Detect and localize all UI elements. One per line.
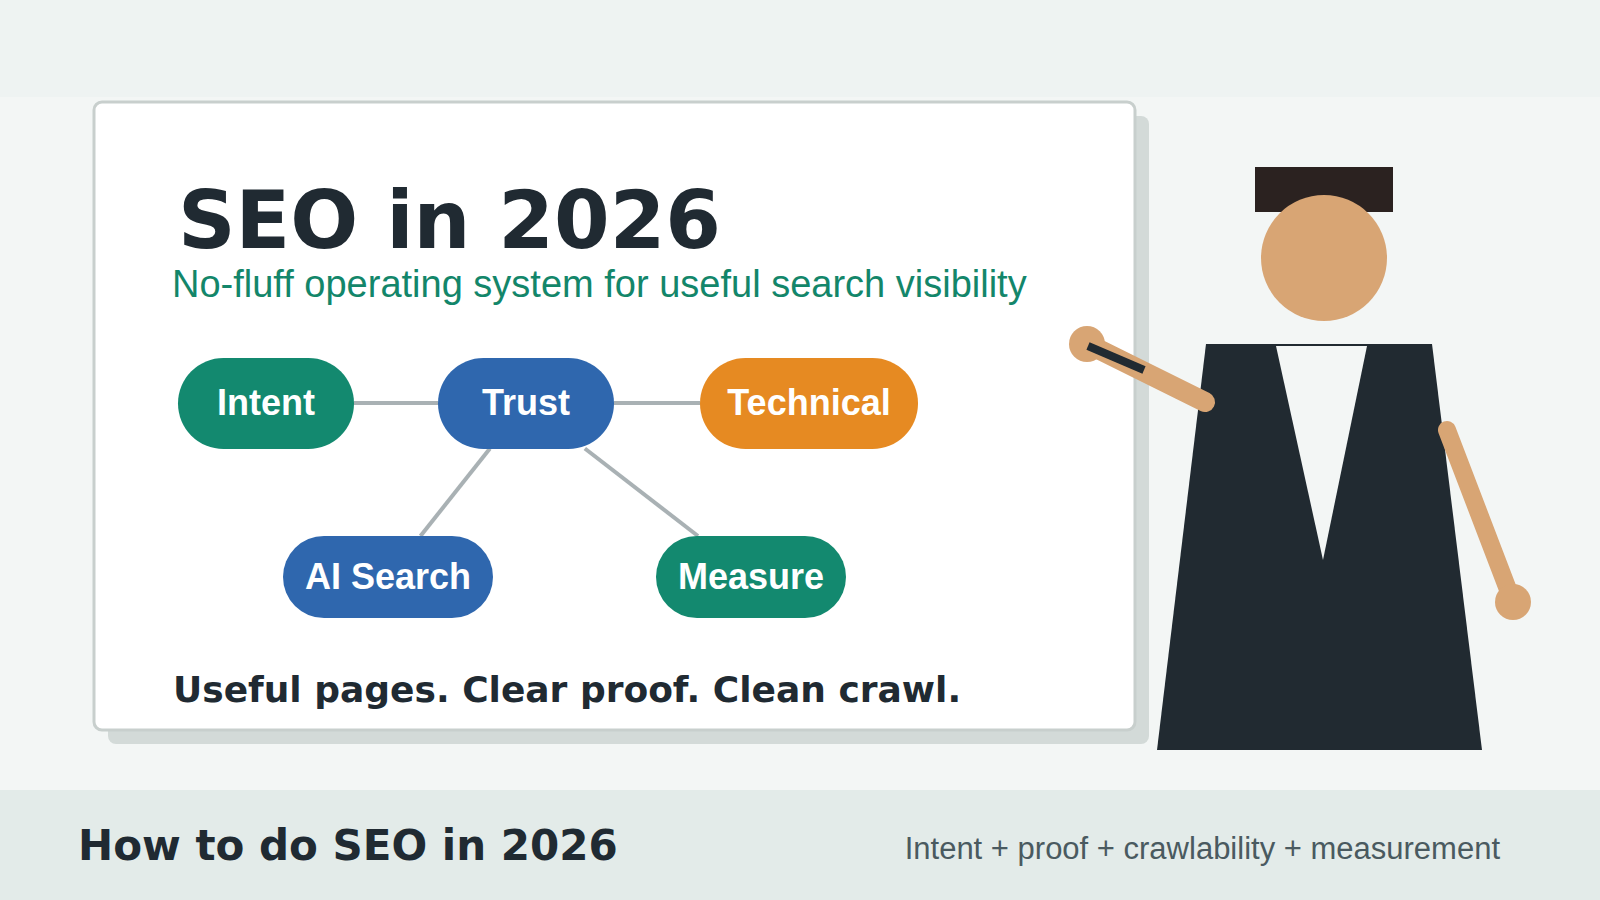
connector — [614, 403, 700, 404]
node-label: Technical — [727, 382, 890, 424]
subtitle: No-fluff operating system for useful sea… — [172, 262, 1027, 306]
top-band — [0, 0, 1600, 97]
bottom-band — [0, 790, 1600, 900]
board-title: SEO in 2026 — [178, 180, 721, 262]
connector-line — [421, 449, 490, 537]
connector-line — [614, 401, 700, 405]
presenter-figure — [1069, 167, 1531, 750]
connector — [585, 449, 698, 537]
connector — [421, 449, 490, 537]
board — [94, 102, 1135, 730]
node-label: Trust — [482, 382, 570, 424]
node-label: Measure — [678, 556, 824, 598]
pill-node: Measure — [656, 536, 846, 618]
connector-line — [585, 449, 698, 537]
footer-title: How to do SEO in 2026 — [78, 820, 618, 872]
pill-node: Technical — [700, 358, 918, 449]
node-label: AI Search — [305, 556, 471, 598]
pill-node: AI Search — [283, 536, 493, 618]
connector-line — [354, 401, 438, 405]
node-label: Intent — [217, 382, 315, 424]
footer-formula: Intent + proof + crawlability + measurem… — [905, 830, 1500, 868]
pill-node: Intent — [178, 358, 354, 449]
tagline: Useful pages. Clear proof. Clean crawl. — [173, 668, 961, 712]
pill-node: Trust — [438, 358, 614, 449]
connector — [354, 403, 438, 404]
